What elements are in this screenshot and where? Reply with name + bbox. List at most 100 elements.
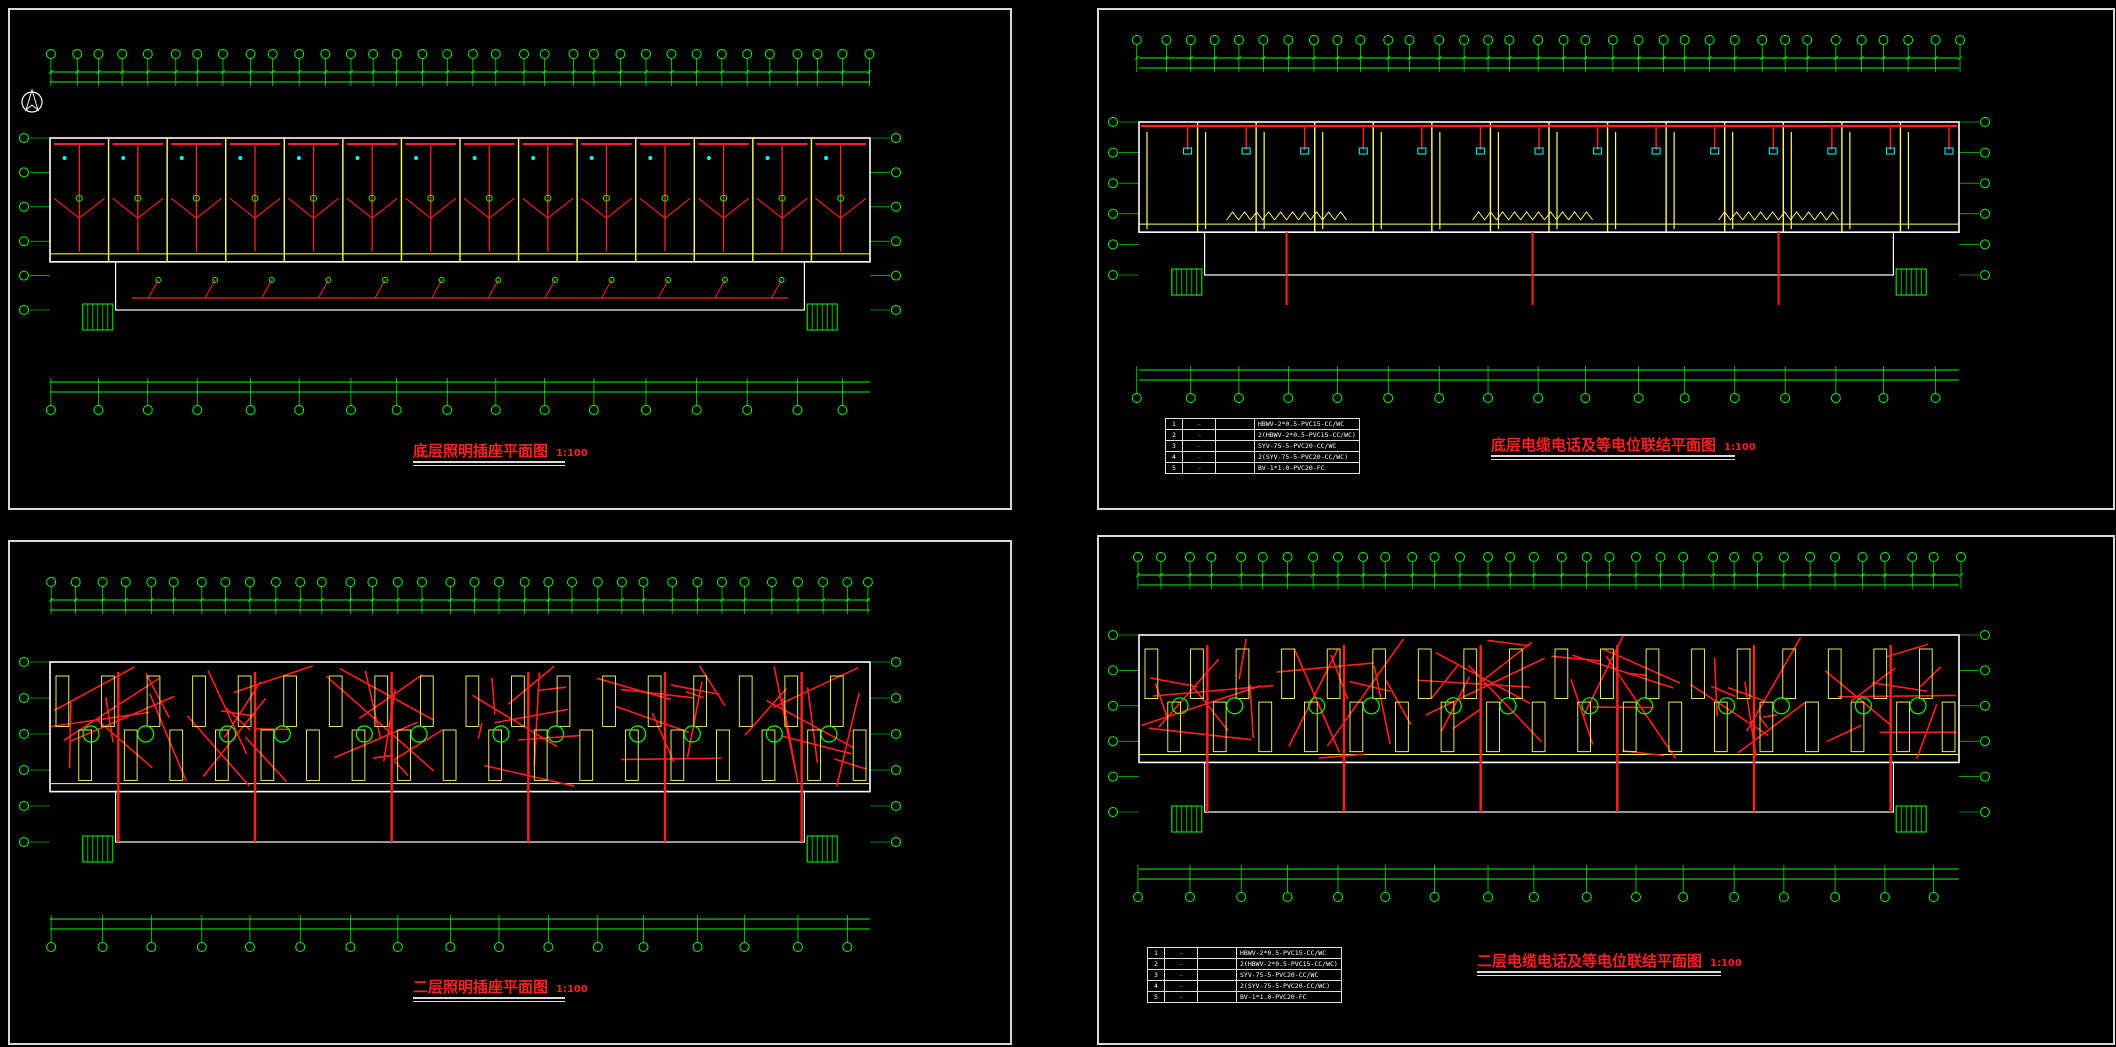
wire-run	[1276, 662, 1374, 673]
axis-bubble	[1131, 393, 1142, 403]
axis-bubble	[1483, 892, 1494, 902]
dimension-tick	[1188, 55, 1194, 61]
legend-line-symbol: —	[1182, 440, 1216, 452]
legend-blank-cell	[1215, 462, 1255, 474]
room-outline	[1508, 648, 1523, 700]
axis-bubble	[294, 405, 305, 415]
dimension-tick	[419, 597, 425, 603]
axis-bubble	[490, 405, 501, 415]
room-outline	[1873, 648, 1888, 700]
outlet-icon	[1475, 147, 1485, 155]
axis-bubble	[739, 577, 750, 587]
axis-bubble	[691, 49, 702, 59]
axis-bubble	[244, 942, 255, 952]
wire-run	[1238, 638, 1248, 680]
axis-bubble	[270, 577, 281, 587]
corridor-wall	[114, 261, 805, 311]
room-outline	[214, 729, 229, 781]
axis-bubble	[1108, 771, 1118, 782]
wire-run	[1713, 657, 1718, 716]
legend-row-number: 3	[1147, 969, 1165, 981]
legend-row-number: 1	[1147, 947, 1165, 959]
axis-bubble	[192, 405, 203, 415]
dimension-tick	[1658, 572, 1663, 578]
outlet-icon	[1417, 147, 1427, 155]
axis-bubble	[442, 49, 453, 59]
socket-icon	[62, 156, 67, 160]
light-fixture-icon	[355, 725, 373, 743]
wire-run	[325, 675, 435, 772]
legend-blank-cell	[1197, 969, 1237, 981]
light-fixture-icon	[544, 194, 552, 202]
dimension-tick	[694, 69, 699, 75]
wire-run	[1710, 685, 1736, 698]
wire-run	[1745, 637, 1802, 732]
light-fixture-icon	[837, 194, 845, 202]
light-fixture-icon	[1226, 697, 1244, 715]
axis-bubble	[1729, 892, 1740, 902]
axis-bubble	[1108, 239, 1118, 250]
light-fixture-icon	[251, 194, 259, 202]
axis-bubble	[1980, 270, 1990, 280]
legend-row-number: 4	[1147, 980, 1165, 992]
dimension-tick	[1409, 572, 1415, 578]
dimension-tick	[370, 69, 376, 75]
dimension-tick	[100, 597, 105, 603]
room-outline	[328, 675, 343, 727]
axis-bubble	[666, 49, 677, 59]
axis-bubble	[168, 577, 179, 587]
axis-bubble	[1258, 35, 1269, 45]
axis-bubble	[1185, 393, 1196, 403]
dimension-tick	[1680, 572, 1686, 578]
wire-run	[233, 665, 314, 694]
axis-bubble	[493, 577, 504, 587]
axis-bubble	[1505, 552, 1516, 562]
wire-run	[393, 759, 409, 777]
dimension-tick	[270, 69, 275, 75]
axis-bubble	[320, 49, 331, 59]
wire-run	[261, 279, 273, 299]
dimension-tick	[1209, 572, 1214, 578]
axis-bubble	[1206, 552, 1217, 562]
dimension-tick	[248, 69, 253, 75]
axis-bubble	[891, 765, 901, 775]
room-outline	[78, 729, 93, 781]
legend-row: 1—HBWV-2*0.5-PVC15-CC/WC	[1165, 418, 1360, 430]
axis-bubble	[1108, 178, 1118, 189]
light-fixture-icon	[492, 725, 510, 743]
dimension-tick	[1931, 572, 1937, 578]
dimension-tick	[247, 597, 253, 603]
wire-run	[244, 736, 288, 783]
axis-bubble	[1805, 552, 1816, 562]
wire-run	[580, 197, 607, 219]
wire-run	[685, 690, 704, 699]
wire-run	[382, 689, 396, 762]
wire-run	[488, 197, 515, 219]
axis-bubble	[19, 133, 29, 143]
axis-bubble	[1434, 393, 1445, 403]
dimension-tick	[1561, 55, 1566, 61]
zigzag-symbol	[1274, 211, 1299, 221]
wire-run	[1762, 714, 1777, 719]
dimension-tick	[48, 597, 54, 603]
axis-bubble	[1332, 35, 1343, 45]
corridor-wall	[1203, 231, 1894, 276]
zigzag-symbol	[1298, 211, 1323, 221]
axis-bubble	[93, 405, 104, 415]
room-outline	[1235, 648, 1250, 700]
dimension-tick	[742, 597, 747, 603]
legend-line-symbol: —	[1164, 969, 1198, 981]
room-outline	[146, 675, 161, 727]
axis-bubble	[891, 801, 901, 811]
dimension-tick	[1661, 55, 1666, 61]
dimension-tick	[1236, 55, 1242, 61]
dimension-tick	[1881, 55, 1886, 61]
dimension-tick	[1710, 572, 1716, 578]
legend-cable-spec: 2(SYV-75-5-PVC20-CC/WC)	[1254, 451, 1360, 463]
zigzag-symbol	[1322, 211, 1347, 221]
axis-bubble	[1928, 892, 1939, 902]
